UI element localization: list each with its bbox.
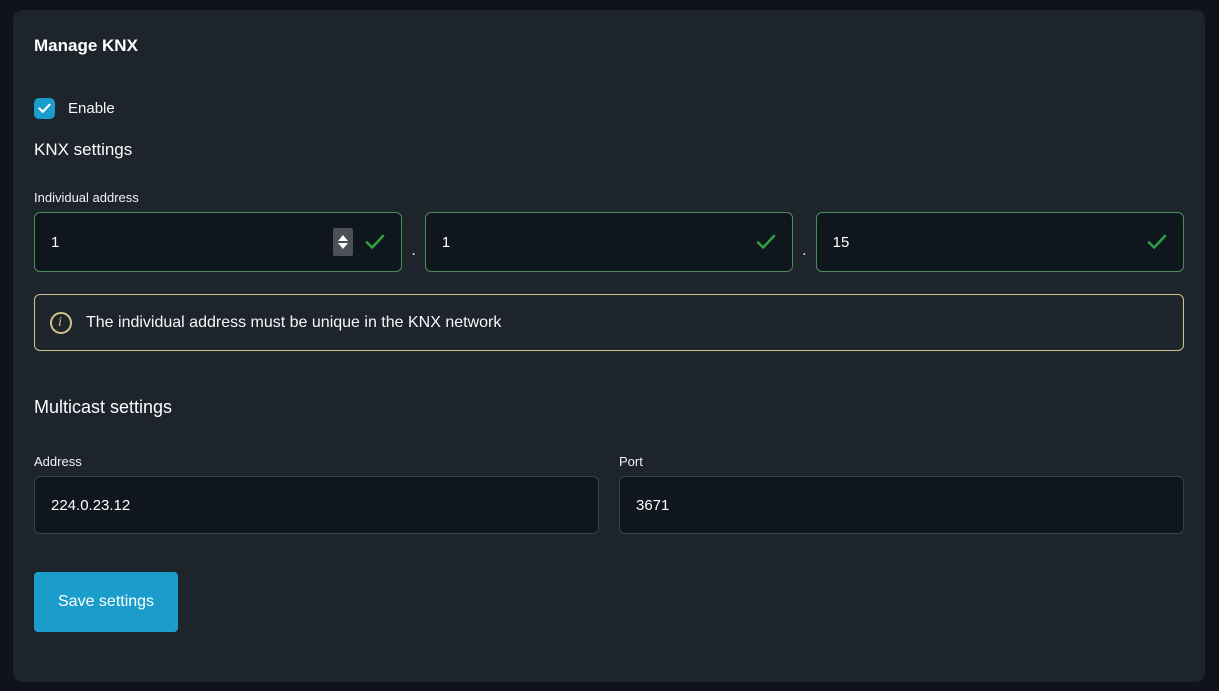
manage-knx-card: Manage KNX Enable KNX settings Individua… (13, 10, 1205, 682)
multicast-address-group: Address (34, 454, 599, 534)
valid-check-icon (756, 234, 776, 249)
address-area-suffix (333, 228, 401, 256)
multicast-address-field (34, 476, 599, 534)
save-settings-button[interactable]: Save settings (34, 572, 179, 632)
address-line-input[interactable] (425, 213, 757, 271)
page-title: Manage KNX (34, 36, 138, 55)
address-line-field (424, 212, 794, 272)
address-device-field (815, 212, 1184, 272)
checkmark-icon (38, 103, 51, 113)
individual-address-label: Individual address (34, 190, 139, 205)
number-spinner[interactable] (333, 228, 354, 256)
address-device-suffix (1147, 234, 1183, 250)
info-banner: i The individual address must be unique … (34, 294, 1184, 351)
knx-settings-heading: KNX settings (34, 140, 133, 159)
multicast-port-group: Port (619, 454, 1184, 534)
address-device-input[interactable] (816, 213, 1147, 271)
multicast-settings-heading: Multicast settings (34, 397, 173, 417)
spinner-down-icon[interactable] (338, 243, 349, 249)
address-dot-separator: . (411, 242, 416, 259)
multicast-address-label: Address (34, 454, 82, 469)
address-dot-separator: . (802, 242, 807, 259)
multicast-port-field (619, 476, 1184, 534)
individual-address-row: . . (34, 212, 1184, 272)
enable-checkbox[interactable] (34, 98, 55, 119)
address-area-field (34, 212, 403, 272)
multicast-port-label: Port (619, 454, 643, 469)
enable-checkbox-row[interactable]: Enable (34, 98, 1184, 119)
valid-check-icon (1147, 234, 1167, 249)
address-area-input[interactable] (35, 213, 334, 271)
address-line-suffix (756, 234, 792, 250)
valid-check-icon (366, 234, 385, 249)
enable-label: Enable (68, 100, 115, 117)
multicast-address-input[interactable] (35, 477, 598, 533)
multicast-port-input[interactable] (620, 477, 1183, 533)
info-text: The individual address must be unique in… (86, 313, 502, 331)
multicast-fields-row: Address Port (34, 454, 1184, 534)
spinner-up-icon[interactable] (338, 235, 349, 241)
info-icon: i (50, 311, 72, 334)
